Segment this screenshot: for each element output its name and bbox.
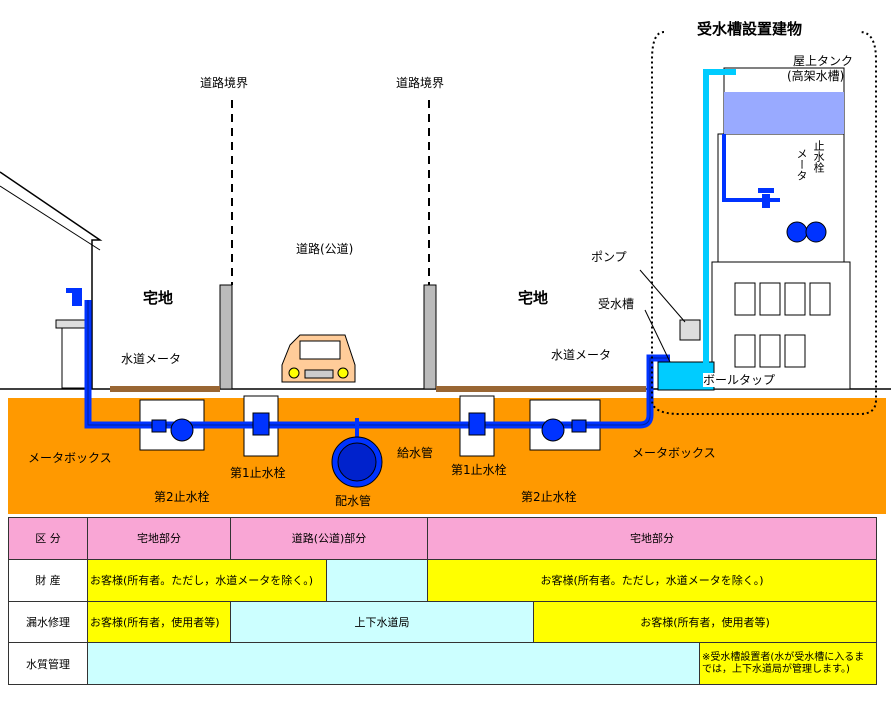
faucet-icon: [66, 288, 82, 306]
header-label: 区 分: [8, 517, 88, 560]
table-row-property: 財 産 お客様(所有者。ただし，水道メータを除く。) お客様(所有者。ただし，水…: [8, 558, 878, 602]
road-boundary-left: 道路境界: [200, 76, 249, 90]
building-lower: [711, 261, 851, 390]
building-meter-right: [805, 221, 827, 243]
residential-left: 宅地: [143, 289, 174, 307]
second-stopcock-left-label: 第2止水栓: [154, 490, 210, 504]
header-col3: 宅地部分: [426, 517, 878, 560]
distribution-main-inner: [337, 442, 377, 482]
leak-repair-left: お客様(所有者，使用者等): [87, 600, 231, 644]
meter-box-left-label: メータボックス: [28, 451, 112, 465]
building-windows: [734, 282, 831, 368]
wall-left: [219, 284, 233, 390]
distribution-main-label: 配水管: [335, 494, 372, 508]
ball-tap-label: ボールタップ: [703, 373, 776, 388]
rooftop-downpipe: [722, 134, 780, 202]
second-stopcock-left-icon: [170, 418, 194, 442]
pump-label: ポンプ: [591, 250, 627, 264]
first-stopcock-left-icon: [252, 412, 270, 436]
rooftop-tank-label: 屋上タンク: [793, 54, 854, 68]
meter-vertical-label: メータ: [795, 148, 809, 181]
property-center: [326, 558, 428, 602]
water-quality-label: 水質管理: [8, 642, 88, 685]
table-row-water-quality: 水質管理 ※受水槽設置者(水が受水槽に入るまでは，上下水道局が管理します。): [8, 642, 878, 685]
property-label: 財 産: [8, 558, 88, 602]
water-supply-diagram: [0, 31, 891, 514]
elevated-tank-label: (高架水槽): [787, 69, 845, 83]
leak-repair-right: お客様(所有者，使用者等): [532, 600, 878, 644]
water-meter-right-icon: [571, 419, 587, 433]
leak-repair-center: 上下水道局: [230, 600, 534, 644]
rooftop-tank-water: [724, 92, 844, 134]
second-stopcock-right-icon: [541, 418, 565, 442]
second-stopcock-right-label: 第2止水栓: [521, 490, 577, 504]
pump-icon: [679, 319, 701, 341]
leak-repair-label: 漏水修理: [8, 600, 88, 644]
table-row-leak-repair: 漏水修理 お客様(所有者，使用者等) 上下水道局 お客様(所有者，使用者等): [8, 600, 878, 644]
header-col2: 道路(公道)部分: [230, 517, 428, 560]
curb-left: [110, 386, 220, 392]
building-faucet-icon: [758, 188, 774, 208]
first-stopcock-left-label: 第1止水栓: [230, 466, 286, 480]
first-stopcock-right-icon: [468, 412, 486, 436]
property-left: お客様(所有者。ただし，水道メータを除く。): [87, 558, 327, 602]
water-meter-right-label: 水道メータ: [551, 348, 612, 362]
curb-right: [436, 386, 646, 392]
car-icon: [281, 334, 356, 383]
stopcock-vertical-label: 止水栓: [812, 140, 826, 173]
water-meter-left-label: 水道メータ: [121, 352, 182, 366]
pump-leader: [639, 269, 686, 323]
water-quality-bureau: [87, 642, 700, 685]
supply-pipe-outline: [87, 300, 670, 426]
riser-pipe: [703, 69, 736, 372]
table-row-header: 区 分 宅地部分 道路(公道)部分 宅地部分: [8, 517, 878, 560]
building-meter-left: [786, 221, 808, 243]
wall-right: [423, 284, 437, 390]
responsibility-table: 区 分 宅地部分 道路(公道)部分 宅地部分 財 産 お客様(所有者。ただし，水…: [8, 517, 878, 685]
property-right: お客様(所有者。ただし，水道メータを除く。): [426, 558, 878, 602]
first-stopcock-right-label: 第1止水栓: [451, 463, 507, 477]
road-boundary-right: 道路境界: [396, 76, 445, 90]
water-meter-left-icon: [151, 419, 167, 433]
supply-pipe-label: 給水管: [397, 446, 434, 460]
residential-right: 宅地: [518, 289, 549, 307]
water-quality-note: ※受水槽設置者(水が受水槽に入るまでは，上下水道局が管理します。): [698, 642, 878, 685]
receiving-tank-label: 受水槽: [598, 297, 635, 311]
meter-box-right-label: メータボックス: [632, 446, 716, 460]
tank-leader: [644, 309, 671, 363]
building-title: 受水槽設置建物: [697, 20, 803, 38]
road-label: 道路(公道): [296, 242, 354, 256]
header-col1: 宅地部分: [87, 517, 231, 560]
